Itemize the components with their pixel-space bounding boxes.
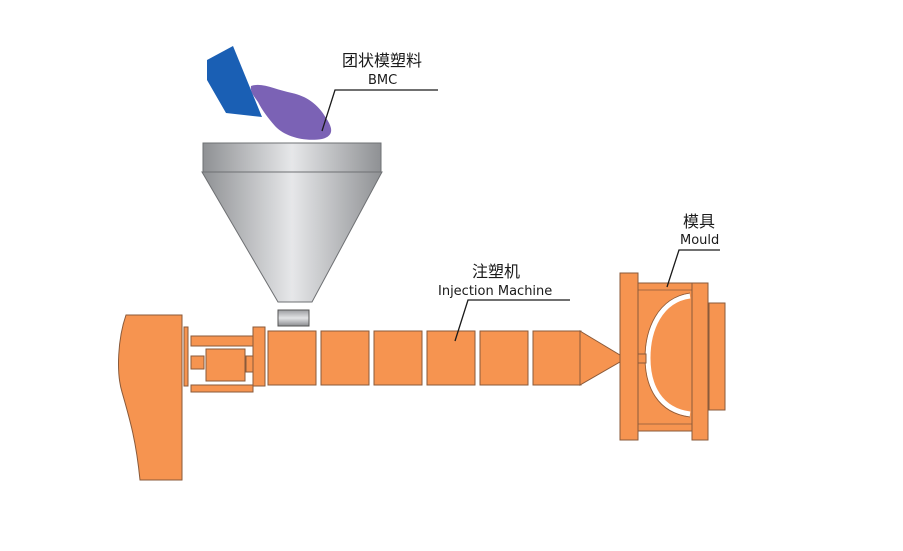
drive-flange	[252, 326, 266, 387]
barrel-segment	[320, 330, 370, 386]
drive-motor	[205, 348, 246, 382]
feed-throat	[277, 309, 310, 327]
barrel-segment	[373, 330, 423, 386]
mould-label-en: Mould	[680, 233, 719, 248]
drive-plate	[183, 326, 189, 387]
injection-machine-leader-line	[454, 299, 570, 342]
drive-pin-right	[245, 355, 254, 373]
machine-base	[118, 314, 183, 481]
drive-unit	[183, 326, 266, 393]
mould	[619, 272, 726, 441]
bmc-material	[250, 84, 332, 140]
drive-rail-top	[190, 335, 254, 347]
mould-back-plate	[708, 302, 726, 411]
material-bucket	[207, 46, 262, 117]
mould-cavity	[645, 293, 691, 417]
mould-front-plate	[619, 272, 639, 441]
bmc-leader-line	[321, 89, 438, 132]
barrel-segment	[267, 330, 317, 386]
barrel-segment	[479, 330, 529, 386]
hopper-rim	[202, 142, 382, 173]
mould-label-cn: 模具	[683, 212, 715, 231]
mould-sprue	[637, 353, 647, 364]
barrel-segment	[532, 330, 582, 386]
bmc-label-en: BMC	[368, 73, 397, 88]
drive-rail-bottom	[190, 384, 254, 393]
mould-leader-line	[666, 249, 720, 288]
mould-clamp-plate	[691, 282, 709, 441]
barrel	[267, 330, 582, 386]
barrel-segment	[426, 330, 476, 386]
injection-machine-label-cn: 注塑机	[472, 262, 520, 281]
hopper-cone	[201, 171, 383, 303]
injection-machine-label-en: Injection Machine	[438, 284, 552, 299]
bmc-label-cn: 团状模塑料	[342, 51, 422, 70]
hopper	[201, 142, 383, 303]
drive-pin-left	[190, 355, 205, 370]
